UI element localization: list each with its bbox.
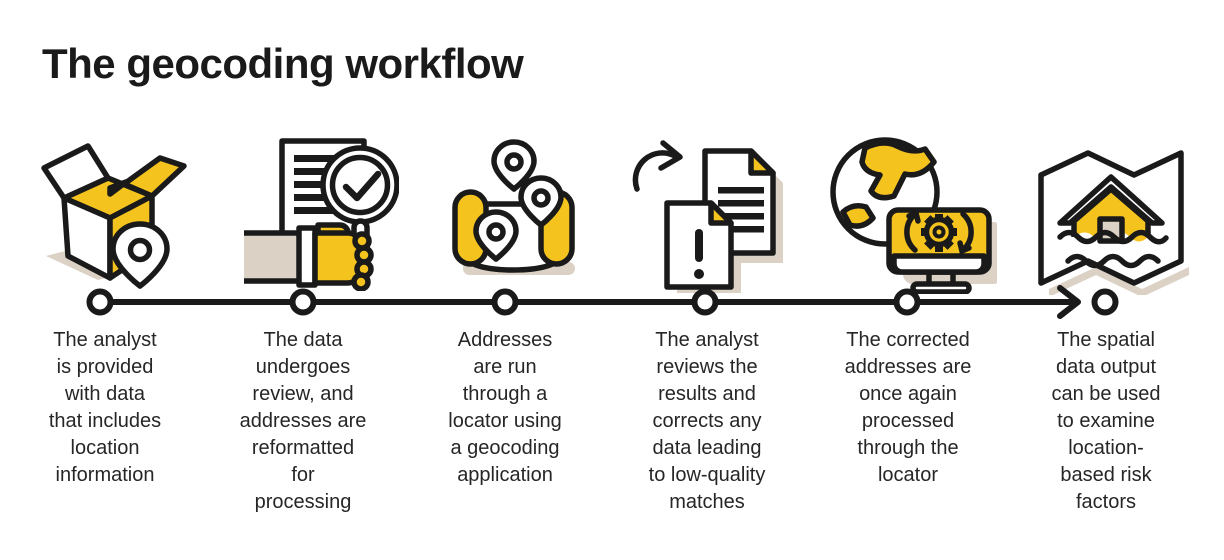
step-2-caption: The data undergoes review, and addresses… — [239, 329, 367, 513]
timeline-node-2 — [289, 288, 317, 316]
timeline-arrow-icon — [1057, 285, 1081, 319]
page-title: The geocoding workflow — [42, 40, 524, 87]
documents-error-arrow-icon — [632, 140, 783, 293]
timeline-node-5 — [893, 288, 921, 316]
timeline-node-1 — [86, 288, 114, 316]
timeline-node-3 — [491, 288, 519, 316]
globe-processing-monitor-icon — [830, 137, 997, 294]
map-scroll-pins-icon — [452, 139, 575, 275]
timeline-node-6 — [1091, 288, 1119, 316]
workflow-timeline — [86, 285, 1119, 319]
flooded-house-map-icon — [1038, 150, 1189, 295]
step-5-caption: The corrected addresses are once again p… — [844, 329, 972, 486]
document-review-magnifier-icon — [244, 138, 399, 291]
map-shadow — [1049, 267, 1189, 295]
timeline-node-4 — [691, 288, 719, 316]
open-box-location-pin-icon — [41, 143, 187, 289]
step-4-caption: The analyst reviews the results and corr… — [648, 329, 766, 513]
step-1-caption: The analyst is provided with data that i… — [48, 329, 162, 486]
sync-arrows-icon — [904, 209, 974, 255]
step-6-caption: The spatial data output can be used to e… — [1051, 329, 1161, 513]
step-3-caption: Addresses are run through a locator usin… — [448, 329, 562, 486]
